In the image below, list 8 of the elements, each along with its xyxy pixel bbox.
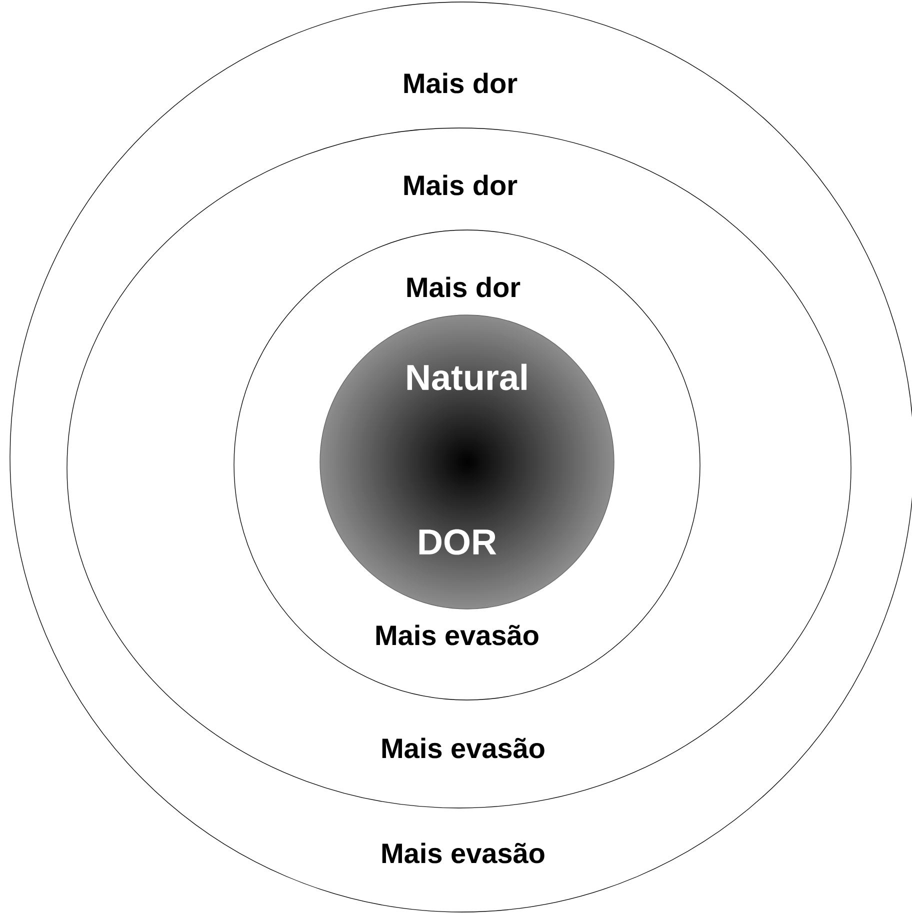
ring-label: Natural [407, 364, 526, 390]
ring-label: DOR [419, 529, 496, 555]
ring-label: Mais evasão [382, 738, 544, 758]
ring-label: Mais dor [404, 174, 518, 196]
ring-label: Mais evasão [376, 624, 538, 646]
ring-label: Mais dor [404, 72, 518, 94]
ring-label: Mais evasão [382, 842, 544, 864]
ring-label: Mais dor [407, 276, 520, 298]
